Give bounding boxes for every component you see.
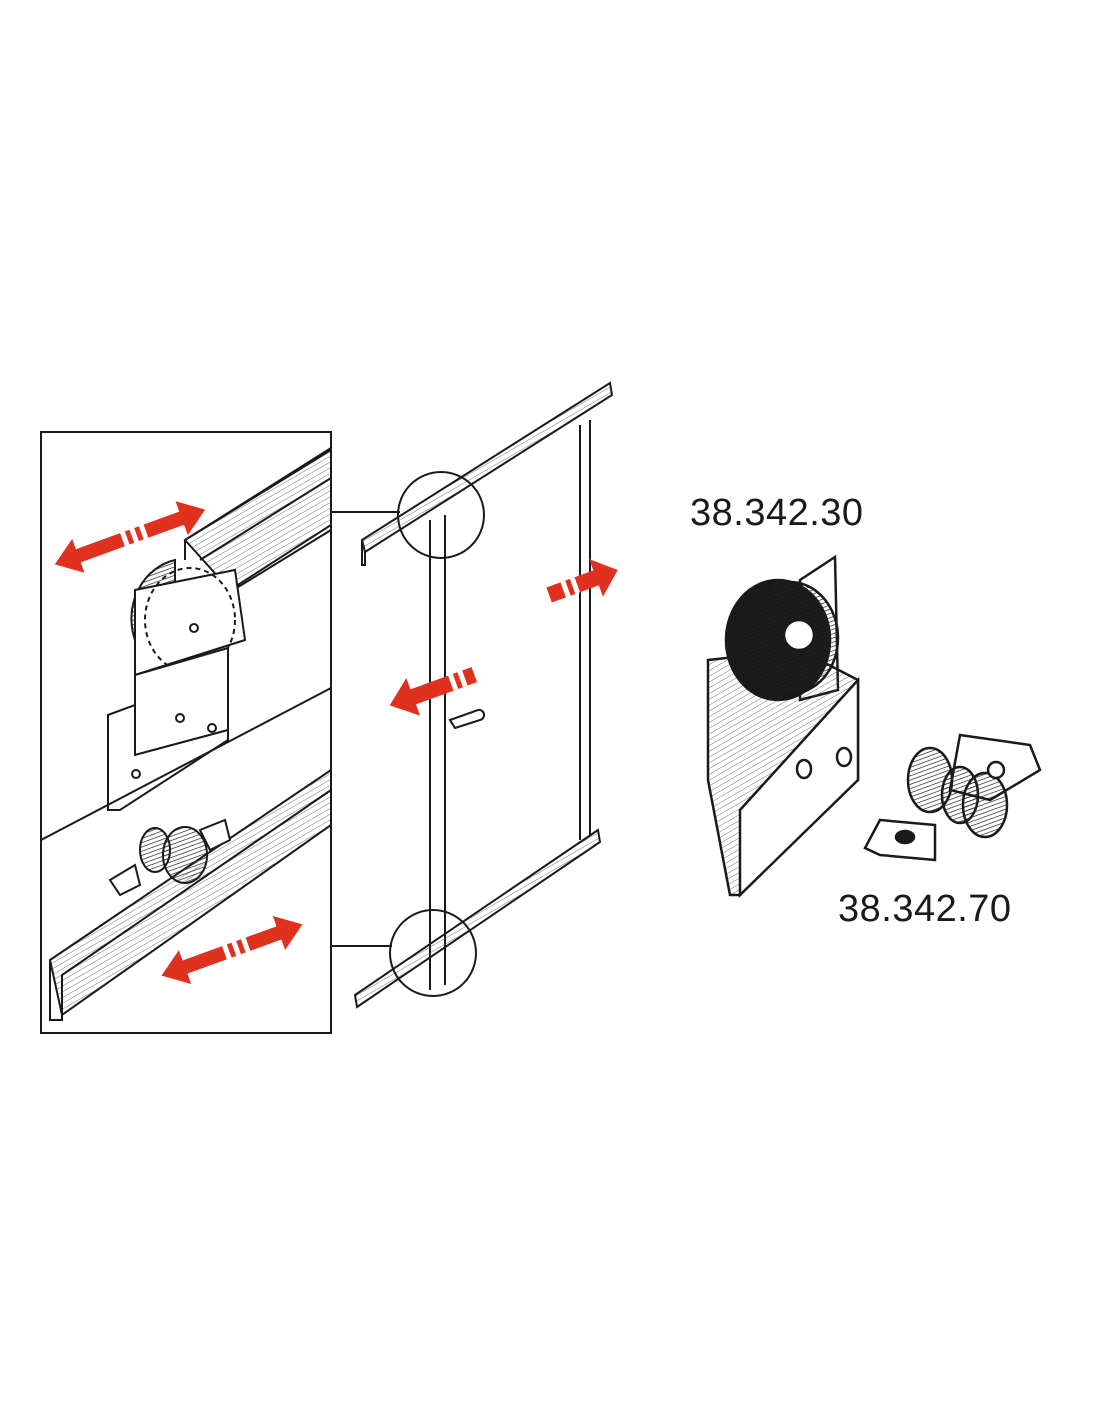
detail-inset — [40, 431, 332, 1034]
top-rail-detail — [183, 447, 332, 593]
top-track — [360, 381, 614, 566]
double-arrow-top — [54, 501, 206, 573]
bottom-detail-circle — [389, 909, 477, 997]
callout-lines — [331, 511, 400, 947]
roller-bracket-detail — [107, 558, 247, 811]
bottom-track — [353, 828, 602, 1009]
door-panel — [429, 420, 591, 990]
bottom-rail-detail — [48, 768, 332, 1021]
arrow-left — [389, 667, 478, 716]
arrow-right — [546, 559, 618, 603]
part-label-bottom-guide: 38.342.70 — [838, 888, 1012, 930]
bottom-guide-part — [863, 733, 1042, 862]
double-arrow-bottom — [161, 915, 303, 985]
part-label-top-roller: 38.342.30 — [690, 492, 864, 534]
top-roller-part — [706, 554, 860, 898]
door-assembly — [353, 381, 614, 1009]
top-detail-circle — [397, 471, 485, 559]
motion-arrows — [54, 501, 618, 985]
